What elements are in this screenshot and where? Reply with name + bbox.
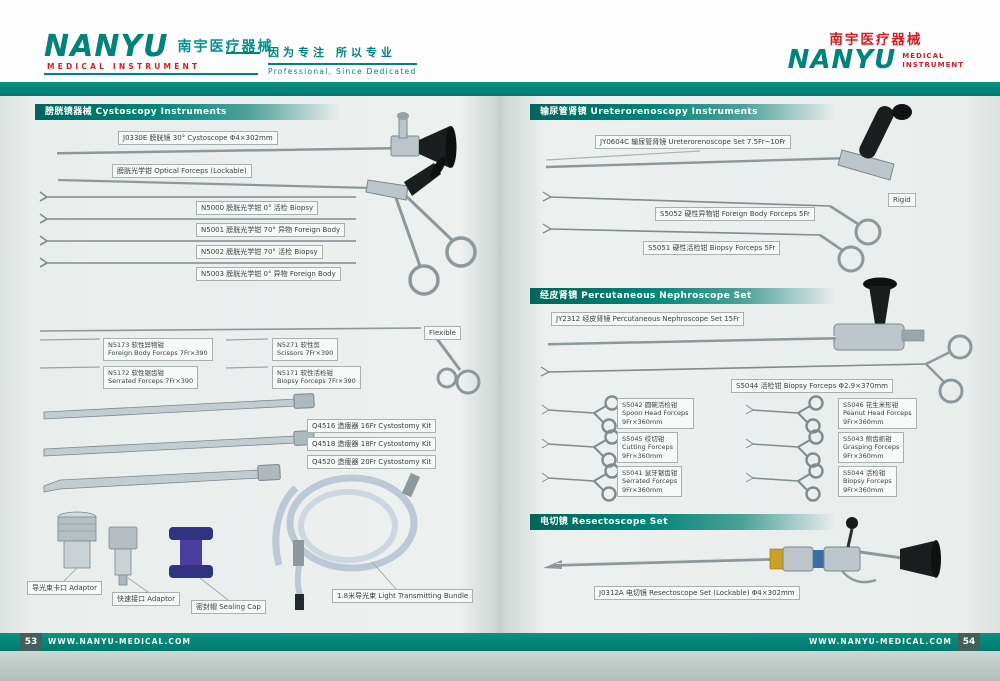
brand-logo-left: NANYU 南宇医疗器械 MEDICAL INSTRUMENT [44,29,274,72]
label-ureteroscope-set: JY0604C 输尿管肾镜 Ureterorenoscope Set 7.5Fr… [595,135,791,150]
footer-bar [0,633,1000,651]
page-number-right: 54 [958,633,980,651]
label-q4518: Q4518 造瘘器 18Fr Cystostomy Kit [307,437,437,452]
label-s5042: S5042 圆碗活检钳 Spoon Head Forceps 9Fr×360mm [617,398,694,430]
page-number-left: 53 [20,633,42,651]
label-s5044-long: S5044 活检钳 Biopsy Forceps Φ2.9×370mm [731,379,893,394]
label-resectoscope-set: J0312A 电切镜 Resectoscope Set (Lockable) Φ… [594,586,800,601]
right-logo-sub2: INSTRUMENT [902,60,964,69]
right-logo-wordmark: NANYU [787,45,897,75]
label-n5271: N5271 软性剪 Scissors 7Fr×390 [272,338,339,361]
label-optical-forceps: 膀胱光学钳 Optical Forceps (Lockable) [112,164,252,179]
label-q4516: Q4516 造瘘器 16Fr Cystostomy Kit [307,419,437,434]
tag-flexible: Flexible [424,326,461,341]
label-s5045: S5045 绞切钳 Cutting Forceps 9Fr×360mm [617,432,678,464]
label-n5171: N5171 软性活检钳 Biopsy Forceps 7Fr×390 [272,366,361,389]
label-nephroscope-set: JY2312 经皮肾镜 Percutaneous Nephroscope Set… [551,312,745,327]
right-logo-chinese: 南宇医疗器械 [829,32,923,48]
slogan-underline [268,63,417,65]
section-nephroscope: 经皮肾镜 Percutaneous Nephroscope Set [530,288,842,304]
label-light-bundle: 1.8米导光束 Light Transmitting Bundle [332,589,474,604]
brand-logo-right: 南宇医疗器械 NANYU MEDICAL INSTRUMENT [787,28,964,75]
label-s5044: S5044 活检钳 Biopsy Forceps 9Fr×360mm [838,466,897,498]
label-s5046: S5046 花生米形钳 Peanut Head Forceps 9Fr×360m… [838,398,917,430]
bottom-margin [0,651,1000,681]
label-s5043: S5043 侧齿抓钳 Grasping Forceps 9Fr×360mm [838,432,905,464]
tag-rigid: Rigid [888,193,916,208]
label-n5001: N5001 膀胱光学钳 70° 异物 Foreign Body [196,223,346,238]
label-light-guide-adaptor: 导光束卡口 Adaptor [27,581,102,596]
slogan-dash [226,52,260,54]
footer-url-right: WWW.NANYU-MEDICAL.COM [808,637,952,646]
label-s5041: S5041 鼠牙锯齿钳 Serrated Forceps 9Fr×360mm [617,466,683,498]
brand-chinese-name: 南宇医疗器械 [177,39,274,55]
label-s5051: S5051 硬性活检钳 Biopsy Forceps 5Fr [643,241,781,256]
label-quick-adaptor: 快速接口 Adaptor [112,592,180,607]
section-cystoscopy: 膀胱镜器械 Cystoscopy Instruments [35,104,347,120]
slogan-english: Professional, Since Dedicated [268,66,417,76]
label-sealing-cap: 密封帽 Sealing Cap [191,600,266,615]
header-rule [44,73,258,75]
section-ureterorenoscopy: 输尿管肾镜 Ureterorenoscopy Instruments [530,104,842,120]
right-logo-subtitle: MEDICAL INSTRUMENT [902,52,964,70]
label-n5000: N5000 膀胱光学钳 0° 活检 Biopsy [196,201,319,216]
label-s5052: S5052 硬性异物钳 Foreign Body Forceps 5Fr [655,207,815,222]
label-n5003: N5003 膀胱光学钳 0° 异物 Foreign Body [196,267,341,282]
label-n5173: N5173 软性异物钳 Foreign Body Forceps 7Fr×390 [103,338,213,361]
label-q4520: Q4520 造瘘器 20Fr Cystostomy Kit [307,455,437,470]
right-logo-sub1: MEDICAL [902,51,945,60]
brand-wordmark: NANYU [44,29,169,64]
header-slogan: 因为专注 所以专业 Professional, Since Dedicated [226,44,417,76]
page-header: NANYU 南宇医疗器械 MEDICAL INSTRUMENT 因为专注 所以专… [0,0,1000,82]
brand-subtitle: MEDICAL INSTRUMENT [47,62,201,71]
label-n5002: N5002 膀胱光学钳 70° 活检 Biopsy [196,245,323,260]
label-n5172: N5172 软性锯齿钳 Serrated Forceps 7Fr×390 [103,366,199,389]
footer-url-left: WWW.NANYU-MEDICAL.COM [48,637,192,646]
label-cystoscope: J0330E 膀胱镜 30° Cystoscope Φ4×302mm [118,131,278,146]
section-resectoscope: 电切镜 Resectoscope Set [530,514,842,530]
slogan-chinese: 因为专注 所以专业 [268,46,396,59]
header-teal-band [0,82,1000,96]
